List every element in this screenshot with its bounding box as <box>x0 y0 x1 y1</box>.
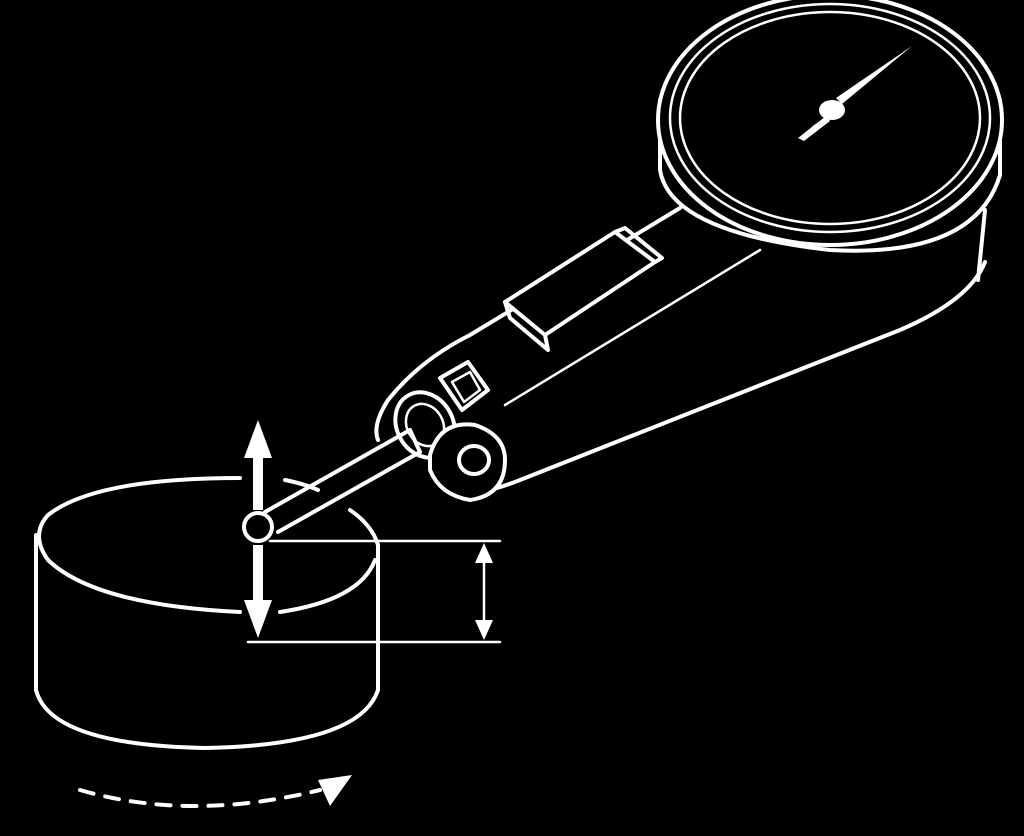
clip-plate-icon <box>503 226 664 352</box>
vertical-travel-arrow-icon <box>244 420 272 638</box>
rotation-arrow-icon <box>78 775 352 808</box>
stylus-icon <box>263 428 422 534</box>
stylus-ball-icon <box>242 511 274 543</box>
dial-needle-icon <box>798 46 912 141</box>
indicator-arm-icon <box>374 206 987 502</box>
dial-gauge-icon <box>656 0 1004 282</box>
cylinder-workpiece-icon <box>34 476 380 750</box>
dimension-arrow-icon <box>246 539 502 644</box>
